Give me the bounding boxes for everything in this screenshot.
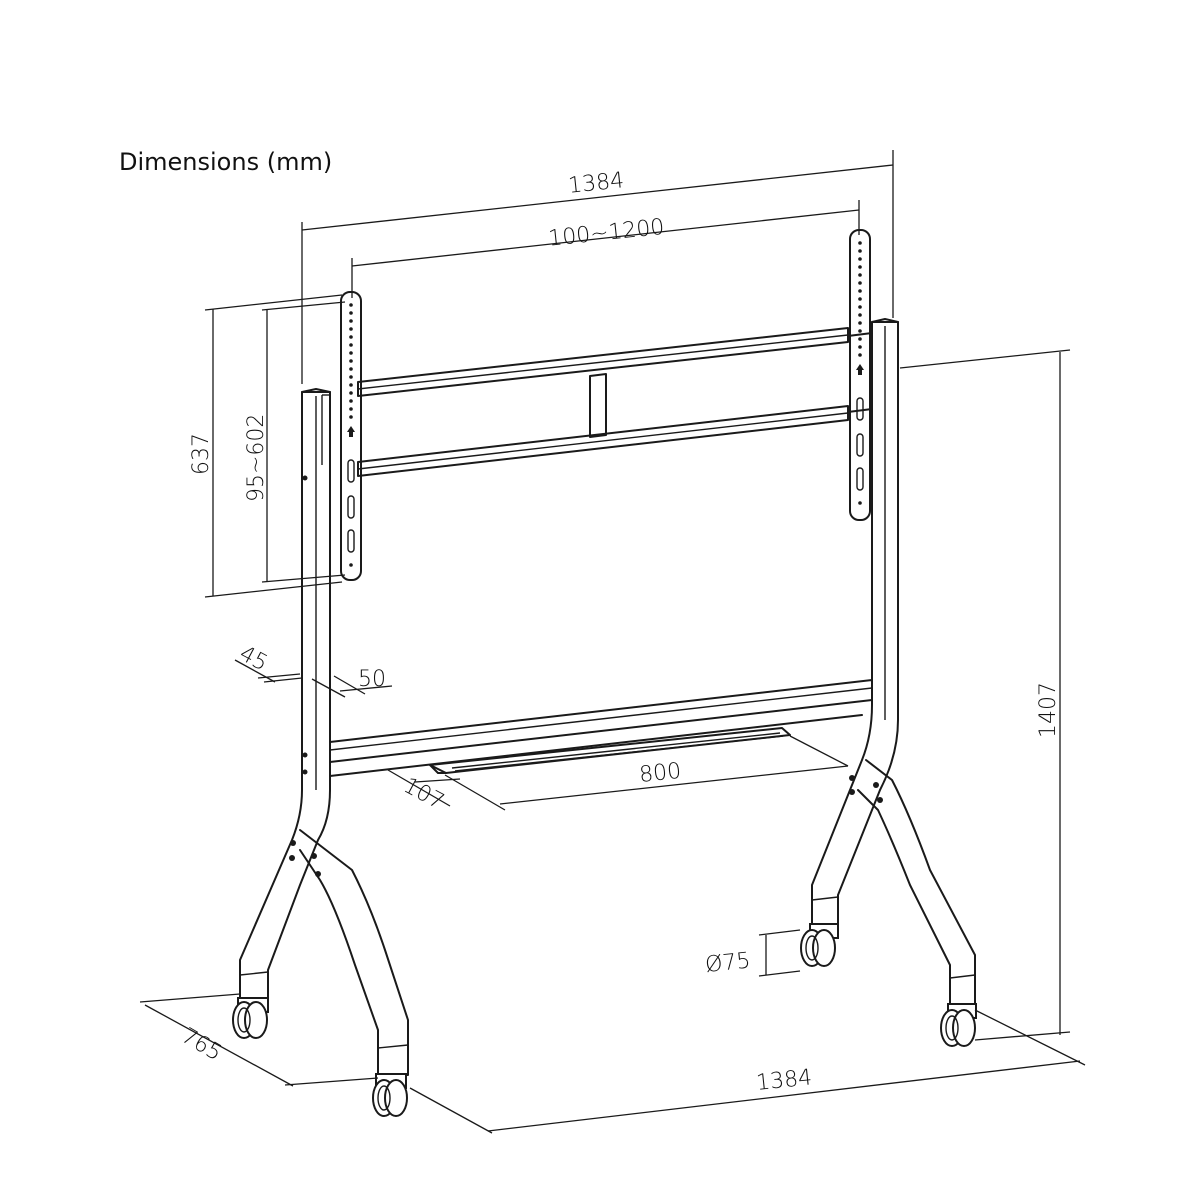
shelf-tray	[429, 727, 791, 774]
label-bracket-height: 637	[189, 433, 214, 475]
dim-top-width: 1384	[301, 150, 894, 384]
diagram-title: Dimensions (mm)	[119, 148, 332, 176]
label-vesa-horizontal: 100~1200	[547, 215, 665, 252]
right-column	[811, 318, 899, 926]
label-base-width: 1384	[755, 1065, 813, 1096]
dim-base-width: 1384	[409, 1009, 1086, 1134]
label-vesa-vertical: 95~602	[244, 414, 269, 502]
label-caster-diameter: Ø75	[704, 948, 752, 978]
dim-shelf: 107 800	[387, 735, 849, 815]
label-overall-height: 1407	[1036, 682, 1061, 738]
dim-bracket-height: 637	[189, 294, 343, 598]
right-back-caster	[940, 1003, 977, 1047]
dim-column-size: 45 50	[234, 641, 393, 698]
up-arrow-icon	[856, 364, 864, 370]
right-vesa-bracket	[849, 229, 871, 521]
left-back-leg	[239, 829, 409, 1076]
label-top-width: 1384	[567, 168, 625, 199]
dim-caster-diameter: Ø75	[704, 929, 801, 978]
left-vesa-bracket	[340, 291, 362, 581]
label-base-depth: 765	[177, 1024, 226, 1067]
dim-overall-height: 1407	[899, 349, 1071, 1041]
up-arrow-icon	[347, 426, 355, 432]
right-bracket-holes	[858, 241, 862, 357]
dim-vesa-vertical: 95~602	[244, 301, 346, 583]
label-shelf-depth: 107	[399, 773, 448, 815]
left-back-caster	[372, 1073, 408, 1117]
left-bracket-holes	[349, 303, 353, 419]
label-column-depth: 45	[235, 641, 271, 676]
right-front-caster	[800, 923, 839, 967]
label-shelf-width: 800	[638, 759, 682, 788]
right-back-leg	[849, 759, 976, 1006]
label-column-width: 50	[358, 667, 386, 692]
upper-rails	[357, 327, 873, 477]
left-front-caster	[232, 997, 269, 1039]
left-column	[239, 388, 331, 1001]
lower-rail	[329, 679, 873, 777]
dim-vesa-horizontal: 100~1200	[351, 200, 860, 298]
